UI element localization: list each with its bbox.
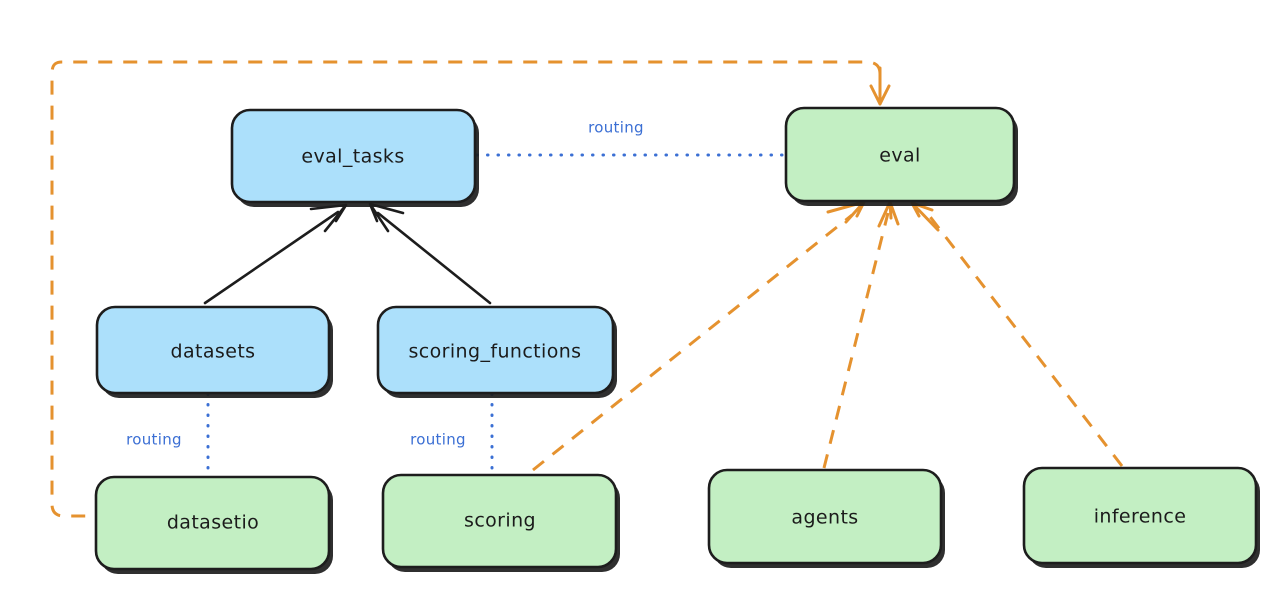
edge-datasets-to-eval-tasks: [203, 203, 348, 305]
node-eval-label: eval: [879, 145, 920, 167]
edge-scoring-functions-to-eval-tasks-arrowhead: [368, 202, 405, 233]
edge-scoring-to-eval-path: [532, 213, 853, 472]
node-datasetio-box: [94, 475, 331, 571]
node-inference-box: [1022, 466, 1258, 565]
node-datasets[interactable]: datasets: [95, 305, 333, 398]
edge-scoring-functions-to-eval-tasks-path: [376, 211, 492, 305]
edge-eval-to-datasetio-arrowhead: [869, 66, 891, 106]
node-agents-label: agents: [791, 507, 858, 529]
node-scoring-functions-label: scoring_functions: [409, 341, 582, 363]
edge-label-routing-scoring-functions: routing: [410, 431, 466, 449]
edge-scoring-functions-to-scoring: routing: [410, 392, 494, 478]
node-agents-box: [707, 468, 943, 565]
node-eval-box: [784, 106, 1016, 203]
node-eval[interactable]: eval: [784, 106, 1018, 206]
node-scoring-label: scoring: [464, 510, 536, 532]
edge-scoring-functions-to-eval-tasks: [368, 202, 492, 305]
node-datasets-label: datasets: [171, 341, 256, 363]
edge-inference-to-eval-arrowhead: [910, 201, 940, 232]
edge-agents-to-eval: [822, 200, 900, 469]
edge-inference-to-eval-path: [926, 213, 1124, 467]
node-inference[interactable]: inference: [1022, 466, 1260, 568]
edge-eval-tasks-to-eval: routing: [475, 119, 786, 157]
node-scoring[interactable]: scoring: [381, 473, 620, 572]
node-eval-tasks[interactable]: eval_tasks: [230, 108, 479, 207]
node-datasetio-label: datasetio: [167, 512, 259, 534]
node-scoring-functions-box: [376, 305, 615, 395]
node-agents[interactable]: agents: [707, 468, 945, 568]
node-eval-tasks-box: [230, 108, 477, 204]
node-inference-label: inference: [1094, 506, 1187, 528]
node-eval-tasks-label: eval_tasks: [301, 146, 404, 168]
node-scoring-box: [381, 473, 618, 569]
edge-agents-to-eval-path: [822, 212, 890, 469]
edge-label-routing-datasets: routing: [126, 431, 182, 449]
edge-label-routing-eval-tasks: routing: [588, 119, 644, 137]
edge-eval-to-datasetio-path: [50, 60, 882, 518]
edge-datasets-to-eval-tasks-path: [203, 210, 340, 305]
edge-inference-to-eval: [910, 201, 1124, 467]
edge-datasets-to-datasetio: routing: [126, 392, 210, 479]
edge-eval-to-datasetio: [50, 60, 891, 518]
node-scoring-functions[interactable]: scoring_functions: [376, 305, 617, 398]
node-datasets-box: [95, 305, 331, 395]
node-datasetio[interactable]: datasetio: [94, 475, 333, 574]
